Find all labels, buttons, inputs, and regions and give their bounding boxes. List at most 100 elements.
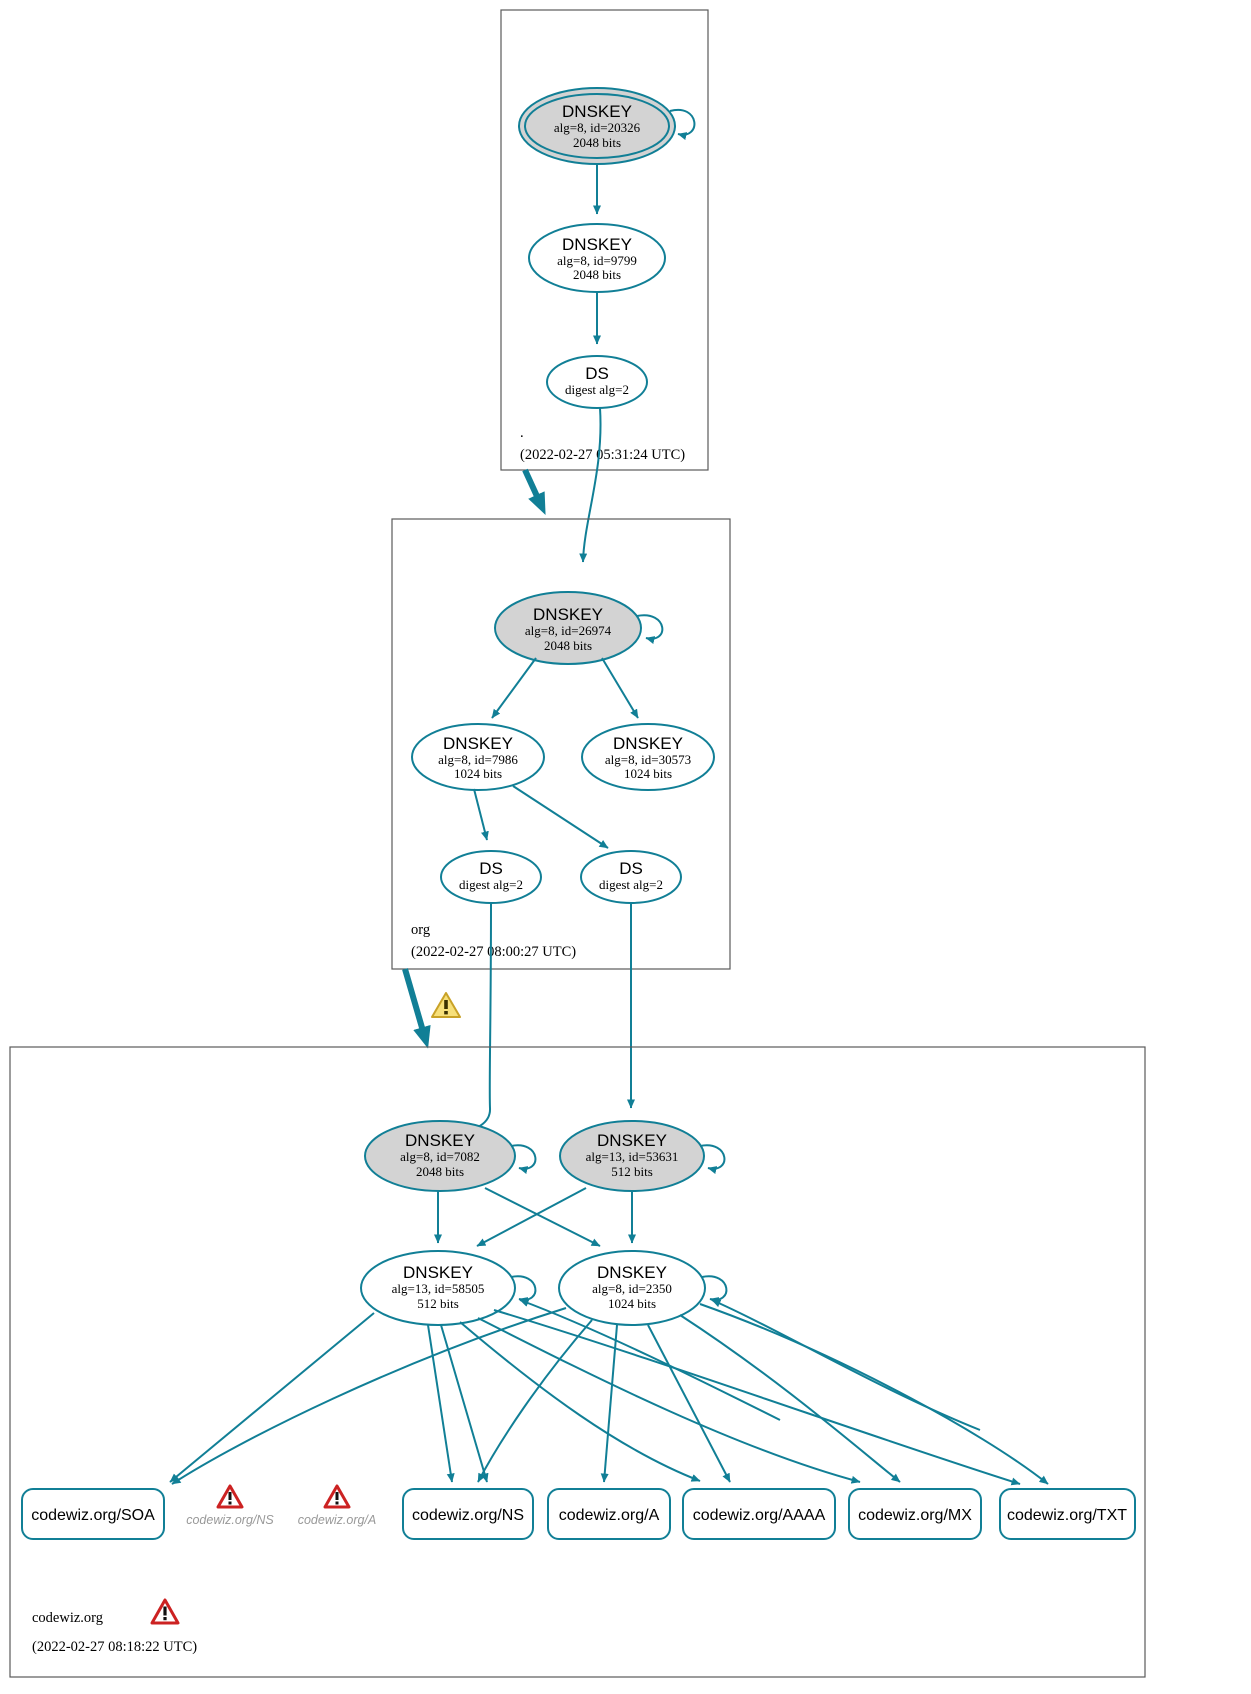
zone-root-border [500,9,709,471]
zone-org-name: org [411,922,430,938]
root-zsk-line1: alg=8, id=9799 [557,253,637,268]
cw-ksk-7082-self-sign-edge [510,1144,537,1174]
zone-root-timestamp: (2022-02-27 05:31:24 UTC) [520,447,685,463]
node-root-ksk[interactable]: DNSKEY alg=8, id=20326 2048 bits [518,87,696,165]
root-ksk-title: DNSKEY [562,102,632,121]
warning-triangle-icon-a [323,1484,351,1509]
rrset-a-label: codewiz.org/A [559,1507,660,1524]
delegation-root-to-org [522,468,546,516]
warning-triangle-icon-ns [216,1484,244,1509]
node-root-zsk[interactable]: DNSKEY alg=8, id=9799 2048 bits [528,223,666,293]
org-zsk-30573-title: DNSKEY [613,734,683,753]
cw-ksk-53631-line1: alg=13, id=53631 [586,1149,679,1164]
org-ds-2-title: DS [619,859,643,878]
org-zsk-7986-line1: alg=8, id=7986 [438,752,518,767]
cw-ksk-53631-title: DNSKEY [597,1131,667,1150]
edge-org-ksk-to-zsk30573 [601,657,639,719]
rrset-codewiz-a[interactable]: codewiz.org/A [547,1488,671,1540]
org-ksk-self-sign-edge [636,614,664,644]
rrset-ns-missing-label: codewiz.org/NS [186,1513,274,1527]
cw-zsk-2350-outline [558,1250,706,1326]
delegation-org-to-codewiz [402,968,431,1049]
rrset-txt-label: codewiz.org/TXT [1007,1507,1127,1524]
rrset-codewiz-ns[interactable]: codewiz.org/NS [402,1488,534,1540]
rrset-codewiz-aaaa[interactable]: codewiz.org/AAAA [682,1488,836,1540]
root-ksk-line1: alg=8, id=20326 [554,120,641,135]
edge-zsk58505-to-aaaa [459,1321,701,1482]
edge-zsk2350-to-txt [699,1303,1049,1485]
org-ds-1-line1: digest alg=2 [459,877,523,892]
root-zsk-title: DNSKEY [562,235,632,254]
root-ds-title: DS [585,364,609,383]
edge-zsk2350-to-ns [477,1319,593,1483]
edge-ksk7082-to-zsk2350 [484,1187,601,1247]
zone-codewiz-border [9,1046,1146,1678]
rrset-mx-label: codewiz.org/MX [858,1507,972,1524]
cw-ksk-7082-title: DNSKEY [405,1131,475,1150]
edge-zsk2350-to-soa [171,1307,567,1485]
cw-zsk-2350-line2: 1024 bits [608,1296,656,1311]
zone-org-timestamp: (2022-02-27 08:00:27 UTC) [411,944,576,960]
edge-ksk53631-to-zsk58505 [476,1187,587,1247]
cw-zsk-58505-outline [360,1250,516,1326]
rrset-codewiz-txt[interactable]: codewiz.org/TXT [999,1488,1136,1540]
org-zsk-30573-outline [581,723,715,791]
org-zsk-30573-line2: 1024 bits [624,766,672,781]
node-cw-ksk-53631[interactable]: DNSKEY alg=13, id=53631 512 bits [559,1120,726,1192]
rrset-aaaa-label: codewiz.org/AAAA [693,1507,826,1524]
zone-org-border [391,518,731,970]
node-root-ds-org[interactable]: DS digest alg=2 [546,355,648,409]
edge-zsk2350-to-aaaa [647,1324,731,1483]
rrset-codewiz-mx[interactable]: codewiz.org/MX [848,1488,982,1540]
rrset-codewiz-soa[interactable]: codewiz.org/SOA [21,1488,165,1540]
org-ksk-outline [494,591,642,665]
zone-root: DNSKEY alg=8, id=20326 2048 bits DNSKEY … [500,9,709,471]
rrset-aaaa-box [682,1488,836,1540]
edge-org-ksk-to-zsk7986 [491,657,537,719]
cw-ksk-7082-line2: 2048 bits [416,1164,464,1179]
root-ds-line1: digest alg=2 [565,382,629,397]
edge-zsk58505-to-a [440,1324,489,1483]
edge-org-zsk7986-to-ds1 [473,788,489,841]
zone-codewiz-name: codewiz.org [32,1610,103,1626]
cw-zsk-2350-self-sign-edge [701,1275,728,1305]
cw-ksk-53631-self-sign-edge [699,1144,726,1174]
edge-root-ds-to-org-ksk [579,407,602,563]
node-org-ksk[interactable]: DNSKEY alg=8, id=26974 2048 bits [494,591,664,665]
edge-zsk2350-to-mx [679,1314,901,1483]
root-ksk-self-sign-edge [669,108,696,140]
rrset-a-box [547,1488,671,1540]
cw-ksk-53631-line2: 512 bits [611,1164,653,1179]
org-zsk-7986-outline [411,723,545,791]
org-zsk-7986-line2: 1024 bits [454,766,502,781]
cw-zsk-58505-line1: alg=13, id=58505 [392,1281,485,1296]
edge-org-ds1-to-cw-ksk7082 [457,902,492,1136]
node-org-ds-2[interactable]: DS digest alg=2 [580,850,682,904]
node-org-zsk-30573[interactable]: DNSKEY alg=8, id=30573 1024 bits [581,723,715,791]
node-cw-zsk-58505[interactable]: DNSKEY alg=13, id=58505 512 bits [360,1250,537,1326]
node-cw-zsk-2350[interactable]: DNSKEY alg=8, id=2350 1024 bits [558,1250,728,1326]
root-ksk-line2: 2048 bits [573,135,621,150]
edge-zsk58505-to-ns [427,1324,455,1483]
cw-zsk-2350-title: DNSKEY [597,1263,667,1282]
zone-root-name: . [520,425,524,441]
org-zsk-7986-title: DNSKEY [443,734,513,753]
cw-ksk-7082-outline [364,1120,516,1192]
cw-ksk-7082-line1: alg=8, id=7082 [400,1149,480,1164]
cw-zsk-58505-line2: 512 bits [417,1296,459,1311]
zone-org: DNSKEY alg=8, id=26974 2048 bits DNSKEY … [391,518,731,970]
node-org-ds-1[interactable]: DS digest alg=2 [440,850,542,904]
rrset-codewiz-ns-missing: codewiz.org/NS [186,1484,274,1527]
edge-zsk2350-to-a [600,1324,618,1483]
node-org-zsk-7986[interactable]: DNSKEY alg=8, id=7986 1024 bits [411,723,545,791]
rrset-codewiz-a-missing: codewiz.org/A [298,1484,376,1527]
rrset-mx-box [848,1488,982,1540]
cw-zsk-2350-line1: alg=8, id=2350 [592,1281,672,1296]
rrset-soa-label: codewiz.org/SOA [31,1507,155,1524]
edge-zsk58505-to-txt [493,1309,1021,1486]
org-ds-2-line1: digest alg=2 [599,877,663,892]
cw-zsk-58505-title: DNSKEY [403,1263,473,1282]
node-cw-ksk-7082[interactable]: DNSKEY alg=8, id=7082 2048 bits [364,1120,537,1192]
